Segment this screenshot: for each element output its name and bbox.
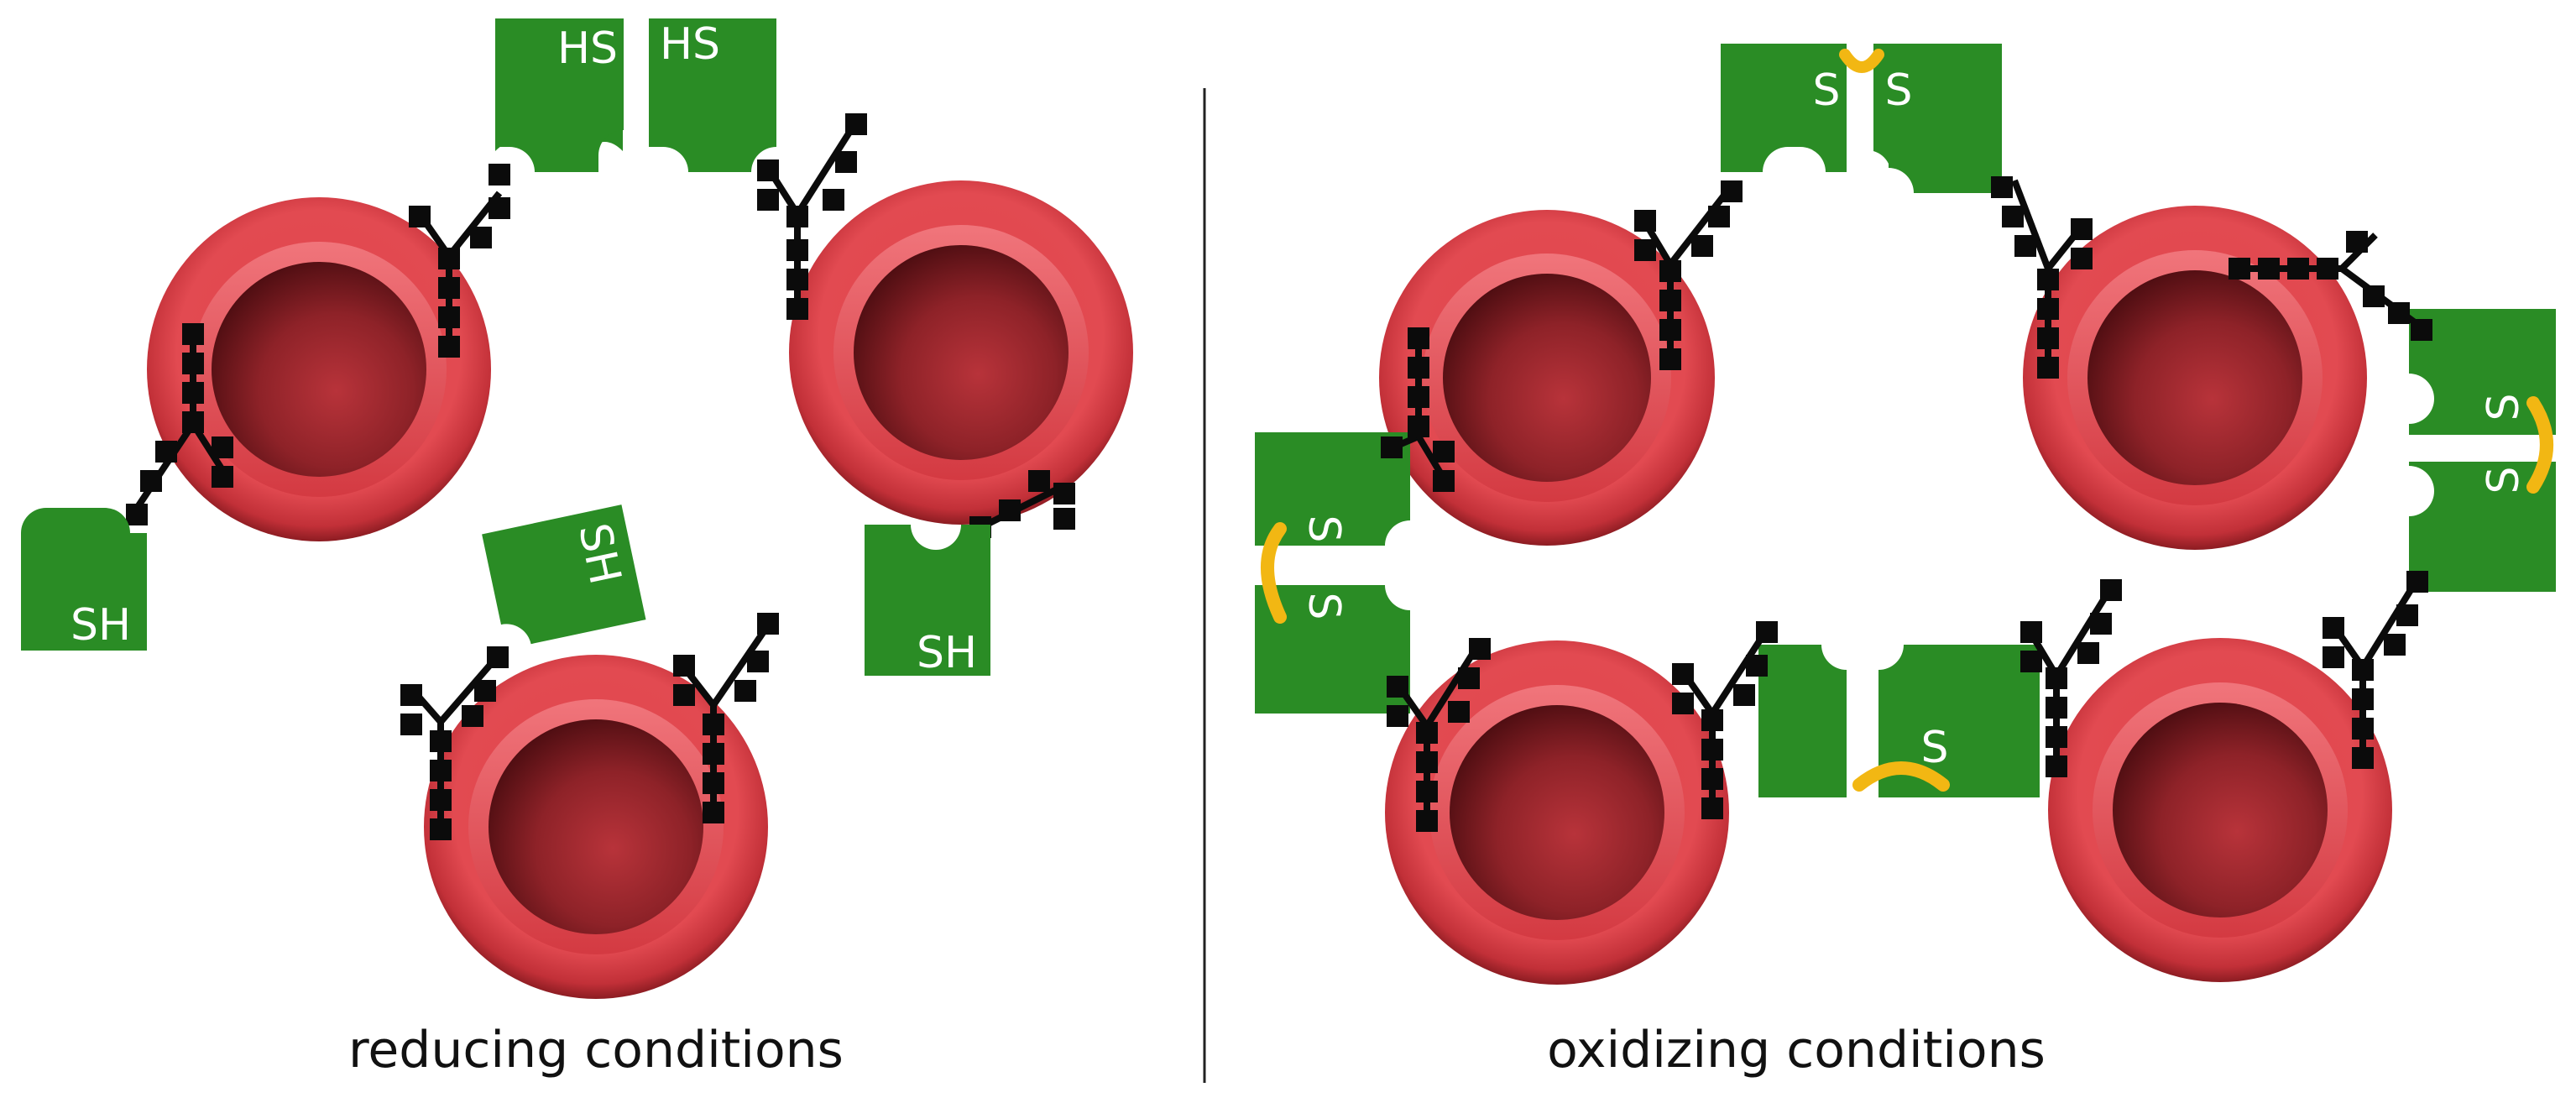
antibody: [409, 164, 510, 358]
oxidizing-conditions-caption: oxidizing conditions: [1547, 1021, 2046, 1079]
disulfide-dimer: S S: [1255, 432, 1410, 714]
thiol-label: HS: [660, 19, 720, 70]
reducing-conditions-caption: reducing conditions: [348, 1021, 844, 1079]
sulfur-label: S: [1298, 515, 1349, 542]
antibody: [126, 323, 233, 525]
red-blood-cell: [1379, 210, 1715, 546]
antibody: [2323, 571, 2428, 769]
disulfide-dimer: S S: [1758, 645, 2040, 797]
sulfur-label: S: [1851, 723, 1878, 773]
disulfide-dimer: S S: [1721, 44, 2002, 193]
sulfur-label: S: [1812, 65, 1840, 116]
antibody: [400, 646, 509, 840]
thiol-label: HS: [557, 24, 618, 74]
antibody: [1672, 621, 1778, 819]
antibody: [1387, 638, 1491, 832]
sulfur-label: S: [1884, 65, 1912, 116]
red-blood-cell: [789, 180, 1133, 525]
red-blood-cell: [2048, 638, 2392, 982]
thiol-protein: SH: [865, 525, 990, 678]
sulfur-label: S: [1298, 592, 1349, 619]
red-blood-cell: [424, 655, 768, 999]
right-panel: S S S S S S S S: [1255, 44, 2556, 985]
thiol-protein: SH: [482, 504, 646, 645]
thiol-label: SH: [71, 600, 131, 651]
antibody: [2020, 579, 2122, 777]
antibody: [1991, 176, 2093, 379]
red-blood-cell: [1385, 640, 1729, 985]
thiol-protein: HS: [495, 18, 624, 172]
antibody: [1381, 327, 1455, 492]
thiol-protein: HS: [649, 18, 776, 172]
thiol-label: SH: [917, 628, 977, 678]
sulfur-label: S: [1920, 723, 1948, 773]
antibody: [757, 113, 867, 320]
red-blood-cell: [2023, 206, 2367, 550]
antibody: [673, 613, 779, 823]
thiol-protein: SH: [21, 508, 147, 651]
sulfur-label: S: [2479, 393, 2529, 421]
antibody: [1634, 180, 1743, 370]
disulfide-dimer: S S: [2409, 309, 2556, 592]
thiol-label: SH: [568, 519, 630, 588]
antibody: [2229, 231, 2432, 341]
sulfur-label: S: [2479, 466, 2529, 494]
left-panel: HS HS SH SH SH: [21, 18, 1133, 999]
